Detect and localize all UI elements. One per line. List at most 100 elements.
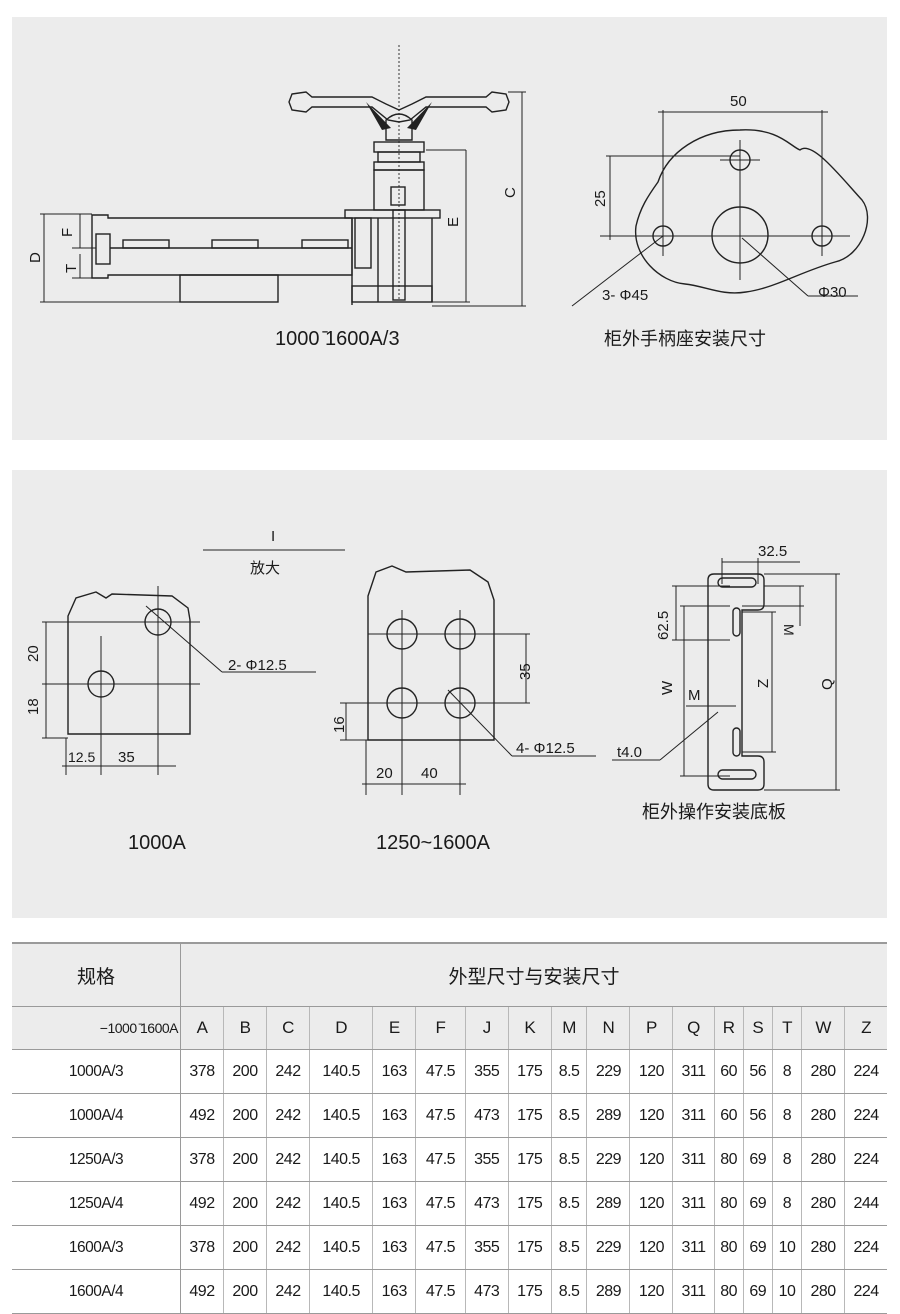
seat-center-label: Φ30: [818, 284, 847, 301]
value-cell: 175: [508, 1137, 552, 1182]
value-cell: 355: [465, 1225, 509, 1270]
a1000-dim-35: 35: [118, 749, 135, 766]
column-header-c: C: [266, 1006, 310, 1050]
mounting-details-drawing: I 放大 20 18 12.5 35 2- Φ12.5 1000A: [25, 528, 840, 854]
value-cell: 200: [223, 1093, 267, 1138]
dim-label-f: F: [59, 228, 76, 237]
value-cell: 311: [672, 1093, 715, 1138]
plate-dim-62-5: 62.5: [655, 611, 672, 640]
value-cell: 10: [772, 1225, 803, 1270]
a1000-dim-18: 18: [25, 698, 42, 715]
handle-seat-drawing: 50 25 3- Φ45 Φ30: [571, 93, 869, 307]
a1000-dim-20: 20: [25, 645, 42, 662]
column-header-m: M: [551, 1006, 588, 1050]
value-cell: 311: [672, 1181, 715, 1226]
model-note: −1000 ̄1600A: [12, 1006, 181, 1050]
value-cell: 163: [372, 1181, 417, 1226]
value-cell: 378: [180, 1137, 224, 1182]
seat-drawing-caption: 柜外手柄座安装尺寸: [604, 329, 766, 349]
a1000-holes-label: 2- Φ12.5: [228, 657, 287, 674]
value-cell: 8.5: [551, 1269, 588, 1314]
value-cell: 8.5: [551, 1225, 588, 1270]
spec-header: 规格: [12, 942, 181, 1007]
value-cell: 60: [714, 1093, 744, 1138]
plate-thickness-label: t4.0: [617, 744, 642, 761]
a1250-dim-35: 35: [517, 663, 534, 680]
value-cell: 224: [844, 1225, 887, 1270]
value-cell: 224: [844, 1269, 887, 1314]
value-cell: 8.5: [551, 1181, 588, 1226]
column-header-k: K: [508, 1006, 552, 1050]
value-cell: 163: [372, 1137, 417, 1182]
value-cell: 120: [629, 1137, 674, 1182]
value-cell: 69: [743, 1269, 773, 1314]
column-header-w: W: [801, 1006, 846, 1050]
value-cell: 69: [743, 1137, 773, 1182]
value-cell: 355: [465, 1137, 509, 1182]
value-cell: 473: [465, 1181, 509, 1226]
value-cell: 473: [465, 1093, 509, 1138]
value-cell: 242: [266, 1225, 310, 1270]
value-cell: 492: [180, 1093, 224, 1138]
value-cell: 140.5: [309, 1225, 374, 1270]
value-cell: 242: [266, 1269, 310, 1314]
value-cell: 378: [180, 1049, 224, 1094]
value-cell: 175: [508, 1181, 552, 1226]
seat-dim-50: 50: [730, 93, 747, 110]
value-cell: 378: [180, 1225, 224, 1270]
value-cell: 163: [372, 1049, 417, 1094]
spec-cell: 1000A/3: [12, 1049, 181, 1094]
column-header-s: S: [743, 1006, 773, 1050]
mounting-plate-drawing: 32.5 62.5 M W M Z Q t4.0: [612, 543, 840, 791]
value-cell: 355: [465, 1049, 509, 1094]
dim-label-e: E: [445, 217, 462, 227]
value-cell: 140.5: [309, 1269, 374, 1314]
value-cell: 47.5: [415, 1049, 466, 1094]
handle-drawing-caption: 1000 ̄1600A/3: [275, 328, 400, 350]
spec-cell: 1600A/4: [12, 1269, 181, 1314]
value-cell: 163: [372, 1269, 417, 1314]
value-cell: 242: [266, 1093, 310, 1138]
value-cell: 229: [586, 1137, 631, 1182]
value-cell: 242: [266, 1137, 310, 1182]
value-cell: 120: [629, 1093, 674, 1138]
value-cell: 175: [508, 1049, 552, 1094]
value-cell: 242: [266, 1049, 310, 1094]
a1250-dim-40: 40: [421, 765, 438, 782]
value-cell: 60: [714, 1049, 744, 1094]
column-header-a: A: [180, 1006, 224, 1050]
a1250-dim-20: 20: [376, 765, 393, 782]
dim-label-d: D: [27, 252, 44, 263]
value-cell: 120: [629, 1269, 674, 1314]
value-cell: 69: [743, 1225, 773, 1270]
spec-cell: 1000A/4: [12, 1093, 181, 1138]
value-cell: 311: [672, 1137, 715, 1182]
value-cell: 47.5: [415, 1225, 466, 1270]
value-cell: 280: [801, 1137, 846, 1182]
value-cell: 289: [586, 1181, 631, 1226]
dim-label-c: C: [502, 187, 519, 198]
value-cell: 280: [801, 1093, 846, 1138]
value-cell: 8.5: [551, 1049, 588, 1094]
value-cell: 200: [223, 1225, 267, 1270]
value-cell: 311: [672, 1225, 715, 1270]
seat-holes-label: 3- Φ45: [602, 287, 648, 304]
value-cell: 10: [772, 1269, 803, 1314]
value-cell: 280: [801, 1049, 846, 1094]
value-cell: 120: [629, 1225, 674, 1270]
seat-dim-25: 25: [592, 190, 609, 207]
value-cell: 163: [372, 1225, 417, 1270]
spec-cell: 1250A/4: [12, 1181, 181, 1226]
value-cell: 120: [629, 1181, 674, 1226]
plate-dim-32-5: 32.5: [758, 543, 787, 560]
value-cell: 8.5: [551, 1093, 588, 1138]
value-cell: 175: [508, 1269, 552, 1314]
value-cell: 229: [586, 1049, 631, 1094]
value-cell: 175: [508, 1225, 552, 1270]
value-cell: 224: [844, 1049, 887, 1094]
value-cell: 47.5: [415, 1137, 466, 1182]
a1250-dim-16: 16: [331, 716, 348, 733]
